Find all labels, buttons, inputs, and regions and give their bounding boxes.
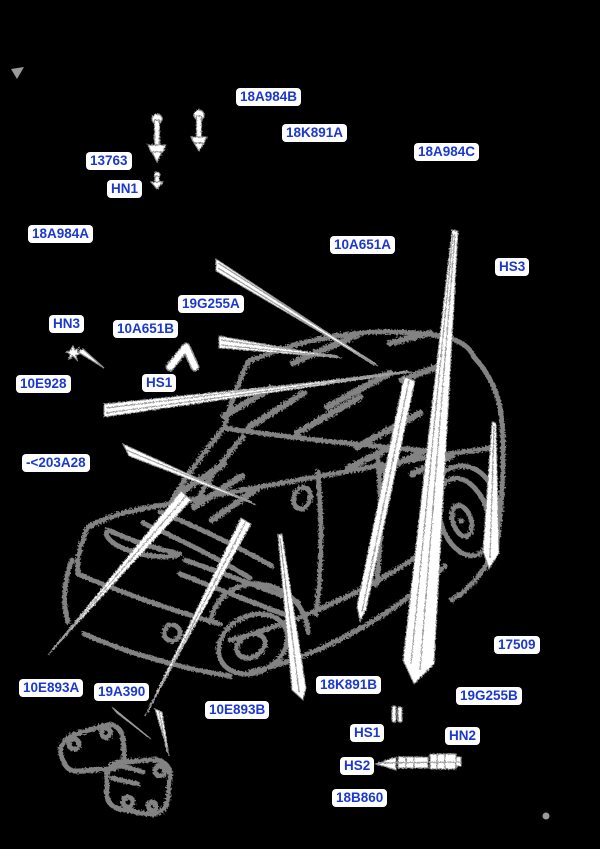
part-label-18K891B[interactable]: 18K891B — [316, 676, 382, 694]
part-label-10E893A[interactable]: 10E893A — [19, 679, 84, 697]
part-label-HS3[interactable]: HS3 — [495, 258, 530, 276]
part-label-10E928[interactable]: 10E928 — [16, 375, 71, 393]
part-label-19G255A[interactable]: 19G255A — [178, 295, 244, 313]
antenna-mast — [374, 753, 462, 771]
part-label-203A28[interactable]: -<203A28 — [22, 454, 90, 472]
part-label-19G255B[interactable]: 19G255B — [456, 687, 522, 705]
debris-speck — [542, 812, 550, 820]
cursor-arrow-icon — [11, 67, 24, 79]
part-label-HN1[interactable]: HN1 — [107, 180, 143, 198]
part-label-18B860[interactable]: 18B860 — [332, 789, 388, 807]
amplifier-bracket — [57, 722, 173, 817]
part-label-HN3[interactable]: HN3 — [49, 315, 85, 333]
part-label-HS2[interactable]: HS2 — [340, 757, 375, 775]
part-label-18A984C[interactable]: 18A984C — [414, 143, 480, 161]
fastener-clips — [64, 109, 462, 771]
part-label-18A984B[interactable]: 18A984B — [236, 88, 302, 106]
antenna-strips — [47, 229, 500, 757]
part-label-10E893B[interactable]: 10E893B — [205, 701, 270, 719]
part-label-HS1-b[interactable]: HS1 — [350, 724, 385, 742]
part-label-HN2[interactable]: HN2 — [445, 727, 481, 745]
part-label-18K891A[interactable]: 18K891A — [282, 124, 348, 142]
part-label-10A651A[interactable]: 10A651A — [330, 236, 396, 254]
part-label-17509[interactable]: 17509 — [494, 636, 540, 654]
part-label-13763[interactable]: 13763 — [86, 152, 132, 170]
hn3-nut — [64, 344, 83, 362]
part-label-18A984A[interactable]: 18A984A — [28, 225, 94, 243]
part-label-HS1[interactable]: HS1 — [142, 374, 177, 392]
part-label-19A390[interactable]: 19A390 — [94, 683, 150, 701]
part-label-10A651B[interactable]: 10A651B — [113, 320, 179, 338]
